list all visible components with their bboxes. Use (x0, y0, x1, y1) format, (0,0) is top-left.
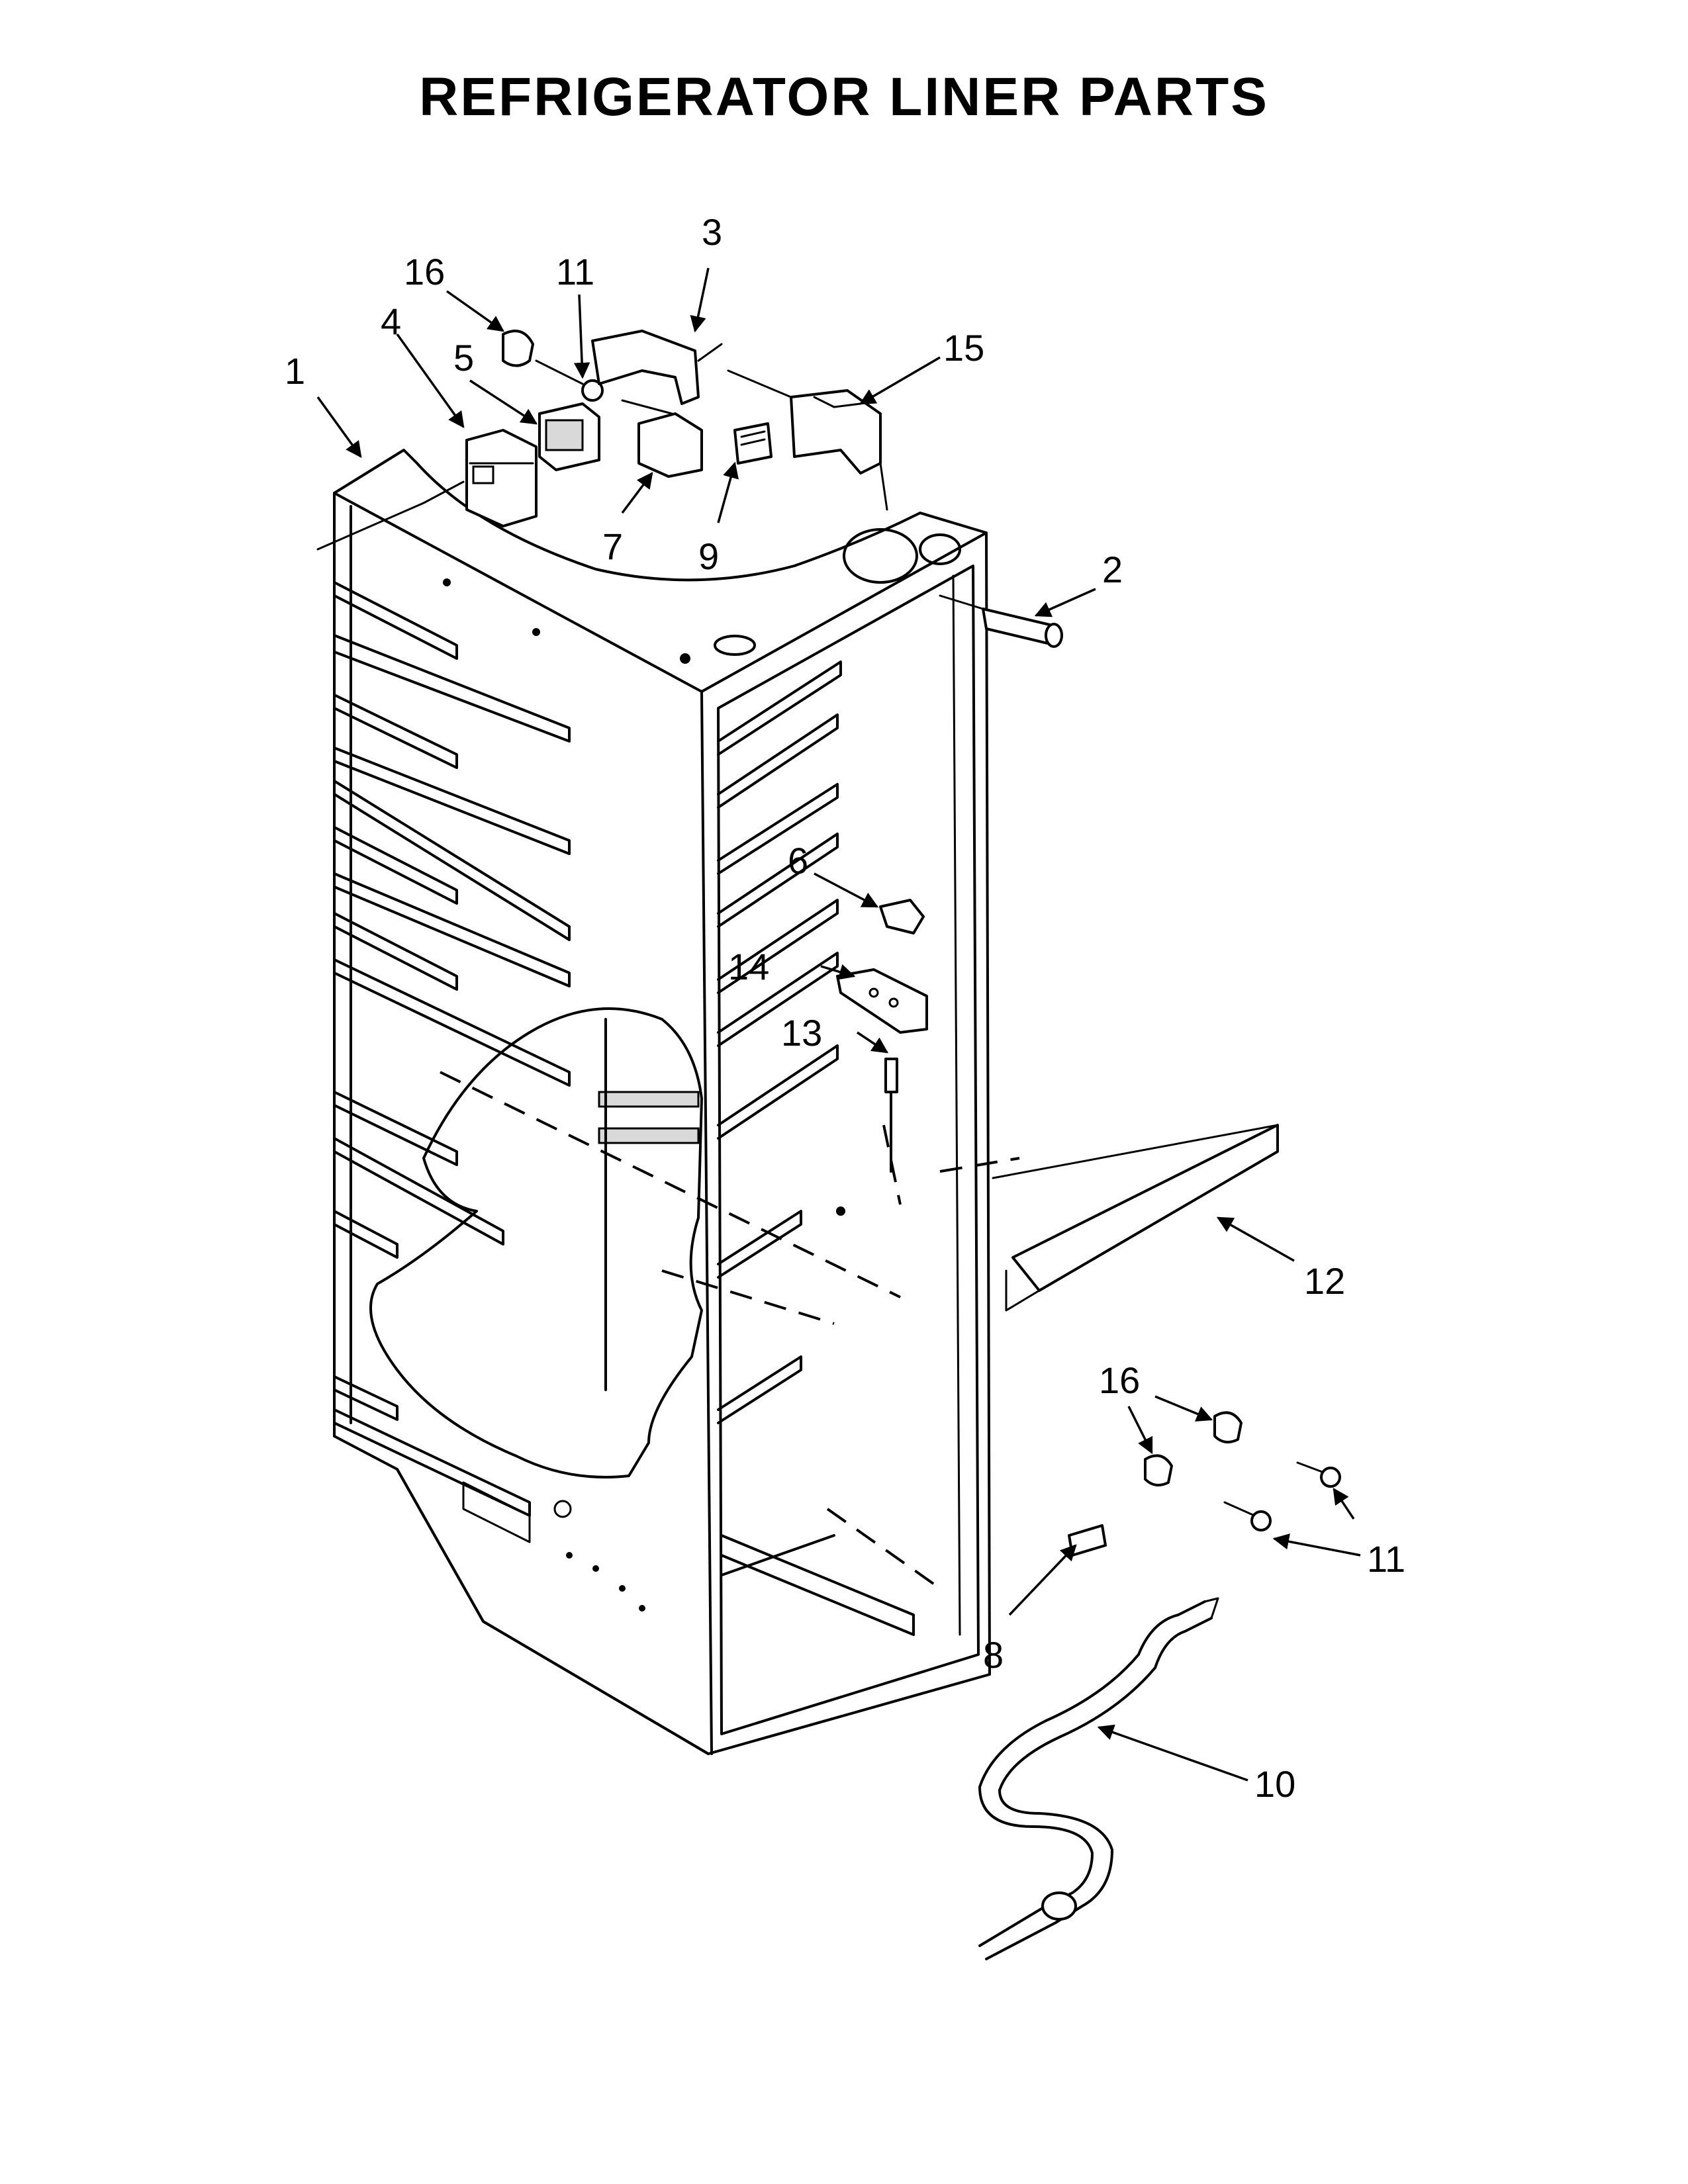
callout-5: 5 (453, 337, 474, 379)
circuit-board-part-5 (538, 402, 600, 471)
light-bulb-part-11-top (535, 359, 604, 402)
callout-15: 15 (943, 327, 984, 369)
water-tube-part-10 (978, 1597, 1219, 1960)
callout-16-bottom: 16 (1099, 1359, 1140, 1401)
callout-13: 13 (781, 1012, 822, 1054)
cover-part-7 (621, 399, 703, 478)
callout-16-top: 16 (404, 251, 445, 293)
bulbs-part-11-bottom (1223, 1461, 1341, 1531)
thermistor-part-13 (884, 1058, 898, 1173)
leader-lines (316, 267, 1361, 1782)
housing-part-15 (727, 369, 888, 511)
cover-panel-part-12 (992, 1124, 1279, 1312)
callout-8: 8 (983, 1634, 1004, 1676)
light-housing-part-14 (836, 968, 928, 1034)
callout-3: 3 (702, 211, 722, 253)
control-box-part-4 (316, 429, 538, 551)
callout-14: 14 (728, 946, 769, 987)
callout-2: 2 (1102, 549, 1123, 590)
water-filter-part-2 (939, 594, 1063, 648)
callout-7: 7 (602, 525, 623, 567)
right-wall-shelf-rails (717, 660, 845, 1424)
callout-12: 12 (1304, 1260, 1345, 1302)
callout-9: 9 (698, 535, 719, 577)
refrigerator-liner (333, 449, 1020, 1755)
fitting-part-8 (1068, 1524, 1107, 1557)
callout-6: 6 (788, 840, 808, 882)
bracket-part-3 (591, 330, 723, 405)
callout-labels: 1 2 3 4 5 6 7 8 9 10 11 11 12 13 14 15 1… (285, 211, 1405, 1805)
sockets-part-16-bottom (1144, 1411, 1243, 1486)
callout-10: 10 (1254, 1763, 1295, 1805)
callout-11-top: 11 (556, 251, 594, 293)
light-socket-part-16-top (502, 330, 534, 367)
page-title: REFRIGERATOR LINER PARTS (419, 67, 1269, 127)
left-wall-shelf-rails (333, 581, 571, 1517)
label-part-9 (733, 422, 773, 465)
damper-part-6 (879, 899, 925, 934)
back-wall-cutaway (369, 1007, 915, 1636)
callout-1: 1 (285, 350, 305, 392)
callout-11-bottom: 11 (1367, 1538, 1405, 1580)
callout-4: 4 (381, 300, 401, 342)
